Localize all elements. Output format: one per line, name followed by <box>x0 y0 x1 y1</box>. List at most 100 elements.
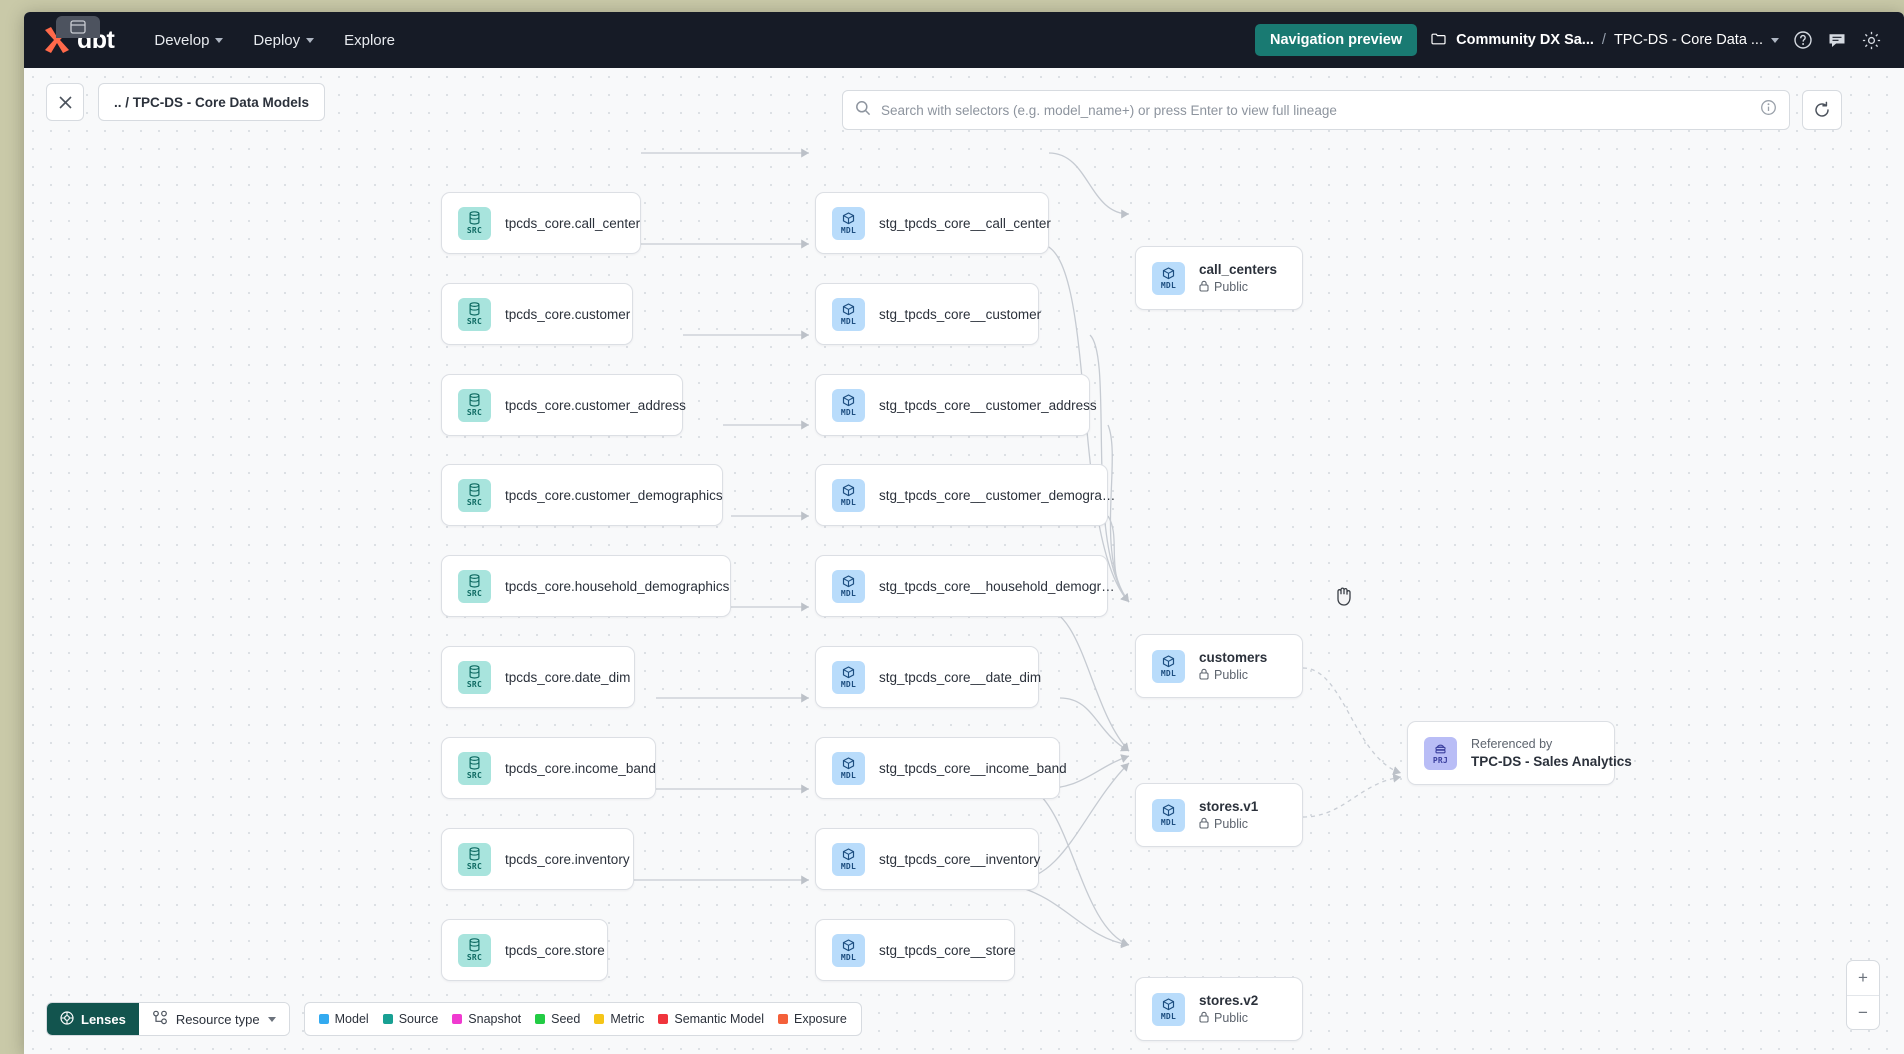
node-label: tpcds_core.date_dim <box>505 669 631 685</box>
access-badge: Public <box>1199 1011 1258 1026</box>
chevron-down-icon <box>306 37 315 43</box>
node-text-block: customers Public <box>1199 650 1267 683</box>
source-badge: SRC <box>458 388 491 422</box>
legend-item-semantic-model: Semantic Model <box>658 1012 764 1026</box>
project-badge: PRJ <box>1424 736 1457 770</box>
lineage-node-model[interactable]: MDL stg_tpcds_core__customer_demogra… <box>815 464 1115 526</box>
model-badge-label: MDL <box>1160 1011 1177 1021</box>
breadcrumb-account[interactable]: Community DX Sa... <box>1456 32 1594 48</box>
lineage-node-source[interactable]: SRC tpcds_core.customer_address <box>441 374 686 436</box>
database-icon <box>468 393 481 407</box>
chevron-down-icon <box>267 1016 276 1022</box>
lineage-node-mart[interactable]: MDL customers Public <box>1135 634 1303 698</box>
model-badge: MDL <box>832 478 865 512</box>
lineage-node-mart[interactable]: MDL call_centers Public <box>1135 246 1303 310</box>
lineage-node-mart[interactable]: MDL stores.v1 Public <box>1135 783 1303 847</box>
node-label: tpcds_core.store <box>505 942 605 958</box>
cube-icon <box>842 847 855 861</box>
node-text-block: stores.v2 Public <box>1199 993 1258 1026</box>
lineage-node-project-reference[interactable]: PRJ Referenced by TPC-DS - Sales Analyti… <box>1407 721 1632 785</box>
lineage-node-source[interactable]: SRC tpcds_core.call_center <box>441 192 641 254</box>
model-badge-label: MDL <box>840 407 857 417</box>
legend-swatch <box>452 1014 463 1024</box>
legend-label: Semantic Model <box>674 1012 764 1026</box>
lineage-node-source[interactable]: SRC tpcds_core.store <box>441 919 608 981</box>
lenses-button[interactable]: Lenses <box>47 1003 139 1035</box>
nav-item-develop-label: Develop <box>154 31 210 49</box>
feedback-icon[interactable] <box>1827 30 1847 50</box>
model-badge-label: MDL <box>840 679 857 689</box>
legend-swatch <box>777 1014 788 1024</box>
top-navigation-bar: dbt Develop Deploy Explore Navigation pr… <box>24 12 1904 68</box>
source-badge: SRC <box>458 660 491 694</box>
lineage-node-source[interactable]: SRC tpcds_core.household_demographics <box>441 555 731 617</box>
lineage-node-source[interactable]: SRC tpcds_core.customer <box>441 283 633 345</box>
source-badge-label: SRC <box>466 498 483 507</box>
close-button[interactable] <box>46 83 84 121</box>
chevron-down-icon[interactable] <box>1771 37 1779 43</box>
nav-item-deploy[interactable]: Deploy <box>253 32 315 49</box>
legend-swatch <box>658 1014 669 1024</box>
source-badge-label: SRC <box>466 771 483 780</box>
window-chrome-tab[interactable] <box>56 16 100 38</box>
lock-icon <box>1199 817 1209 832</box>
cube-icon <box>842 211 855 225</box>
lineage-node-model[interactable]: MDL stg_tpcds_core__customer <box>815 283 1041 345</box>
cube-icon <box>1162 266 1175 280</box>
legend-label: Metric <box>610 1012 645 1026</box>
node-label: stg_tpcds_core__inventory <box>879 851 1041 867</box>
nodes-icon <box>152 1010 168 1028</box>
lineage-node-model[interactable]: MDL stg_tpcds_core__store <box>815 919 1016 981</box>
lineage-node-source[interactable]: SRC tpcds_core.income_band <box>441 737 656 799</box>
nav-item-develop[interactable]: Develop <box>154 31 224 49</box>
lineage-node-model[interactable]: MDL stg_tpcds_core__inventory <box>815 828 1041 890</box>
refresh-button[interactable] <box>1802 90 1842 130</box>
node-text-block: call_centers Public <box>1199 262 1277 295</box>
nav-item-explore[interactable]: Explore <box>344 32 395 49</box>
search-input[interactable] <box>881 102 1750 118</box>
model-badge: MDL <box>832 751 865 785</box>
model-badge: MDL <box>1152 649 1185 683</box>
lineage-node-model[interactable]: MDL stg_tpcds_core__household_demogr… <box>815 555 1115 617</box>
help-icon[interactable] <box>1793 30 1813 50</box>
access-badge: Public <box>1199 668 1267 683</box>
search-box[interactable] <box>842 90 1790 130</box>
navigation-preview-button[interactable]: Navigation preview <box>1254 24 1418 56</box>
zoom-out-button[interactable]: − <box>1847 995 1879 1029</box>
database-icon <box>468 665 481 679</box>
lineage-node-source[interactable]: SRC tpcds_core.inventory <box>441 828 634 890</box>
model-badge: MDL <box>832 933 865 967</box>
model-badge: MDL <box>832 569 865 603</box>
search-area <box>842 90 1842 130</box>
settings-gear-icon[interactable] <box>1861 30 1882 51</box>
nav-right-cluster: Navigation preview Community DX Sa... / … <box>1254 24 1882 56</box>
lock-icon <box>1199 1011 1209 1026</box>
lineage-node-model[interactable]: MDL stg_tpcds_core__income_band <box>815 737 1067 799</box>
lineage-node-model[interactable]: MDL stg_tpcds_core__date_dim <box>815 646 1041 708</box>
breadcrumb-project[interactable]: TPC-DS - Core Data ... <box>1613 32 1763 48</box>
source-badge: SRC <box>458 842 491 876</box>
lineage-breadcrumb-button[interactable]: .. / TPC-DS - Core Data Models <box>98 83 326 121</box>
zoom-in-button[interactable]: + <box>1858 968 1868 987</box>
lineage-node-mart[interactable]: MDL stores.v2 Public <box>1135 977 1303 1041</box>
cube-icon <box>842 756 855 770</box>
legend-item-seed: Seed <box>535 1012 580 1026</box>
referenced-project-name: TPC-DS - Sales Analytics <box>1471 754 1632 769</box>
node-label: tpcds_core.inventory <box>505 851 630 867</box>
lineage-node-model[interactable]: MDL stg_tpcds_core__customer_address <box>815 374 1097 436</box>
resource-type-dropdown[interactable]: Resource type <box>138 1003 289 1035</box>
legend-label: Source <box>398 1012 439 1026</box>
lineage-node-source[interactable]: SRC tpcds_core.customer_demographics <box>441 464 723 526</box>
chevron-down-icon <box>215 37 224 43</box>
lineage-node-source[interactable]: SRC tpcds_core.date_dim <box>441 646 635 708</box>
model-badge-label: MDL <box>840 225 857 235</box>
lineage-canvas[interactable]: SRC tpcds_core.call_center SRC tpcds_cor… <box>24 68 1904 1054</box>
source-badge: SRC <box>458 478 491 512</box>
cube-icon <box>842 574 855 588</box>
node-text-block: Referenced by TPC-DS - Sales Analytics <box>1471 737 1632 769</box>
lineage-node-model[interactable]: MDL stg_tpcds_core__call_center <box>815 192 1051 254</box>
node-label: tpcds_core.household_demographics <box>505 578 730 594</box>
node-label: tpcds_core.customer_address <box>505 397 686 413</box>
info-icon[interactable] <box>1760 99 1777 121</box>
resource-type-legend: Model Source Snapshot Seed Metric Semant… <box>303 1002 862 1036</box>
